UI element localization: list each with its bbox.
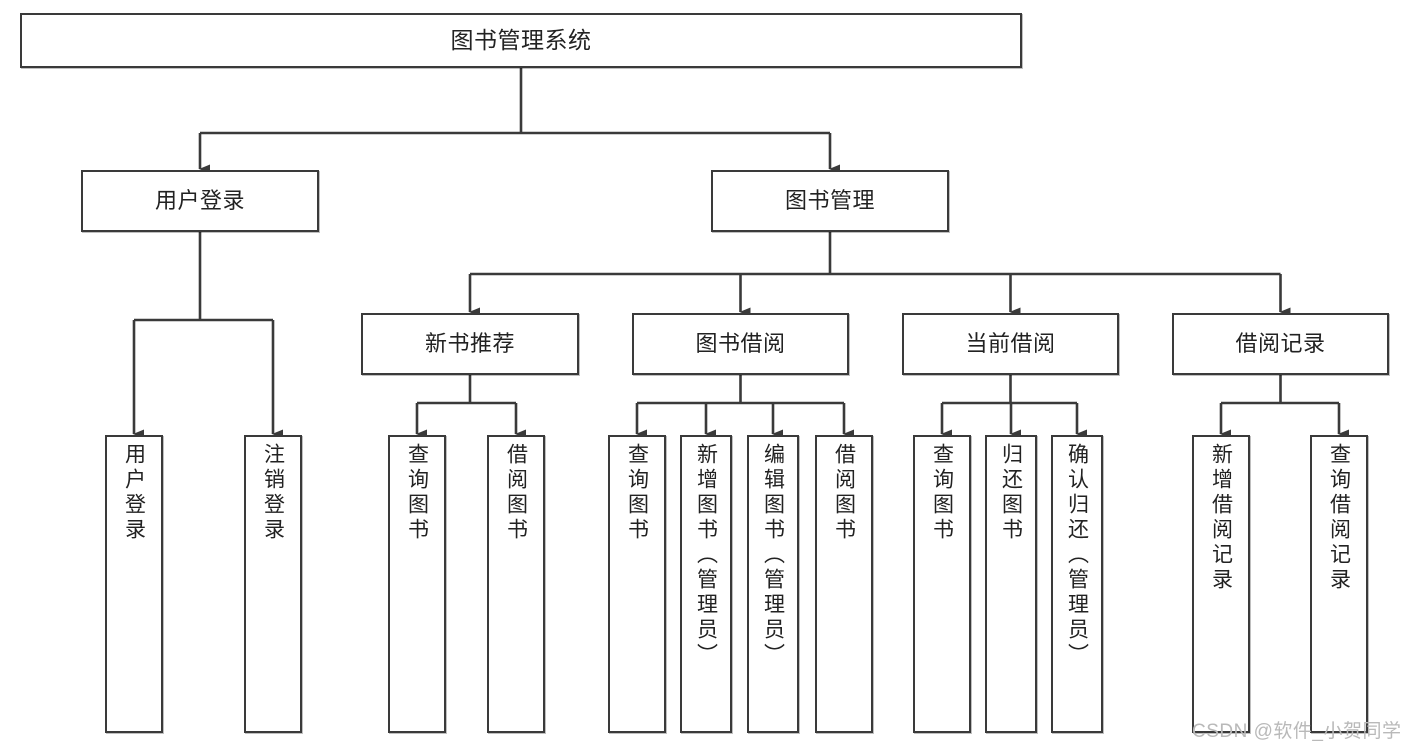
node-leaf-query-book-2[interactable]: 查询图书 <box>608 435 666 733</box>
watermark-text: CSDN @软件_小贺同学 <box>1192 721 1402 742</box>
node-leaf-add-record[interactable]: 新增借阅记录 <box>1192 435 1250 733</box>
node-label: 图书借阅 <box>695 330 786 356</box>
node-label: 新增借阅记录 <box>1209 443 1233 593</box>
node-label: 编辑图书（管理员） <box>761 443 785 668</box>
node-book-borrow[interactable]: 图书借阅 <box>632 313 849 375</box>
node-leaf-borrow-book-2[interactable]: 借阅图书 <box>815 435 873 733</box>
node-leaf-add-book[interactable]: 新增图书（管理员） <box>680 435 732 733</box>
node-book-manage[interactable]: 图书管理 <box>711 170 949 232</box>
node-new-book-rec[interactable]: 新书推荐 <box>361 313 579 375</box>
node-label: 查询借阅记录 <box>1327 443 1351 593</box>
node-label: 图书管理系统 <box>450 26 592 53</box>
node-leaf-query-book-1[interactable]: 查询图书 <box>388 435 446 733</box>
node-label: 用户登录 <box>154 187 245 213</box>
node-leaf-borrow-book-1[interactable]: 借阅图书 <box>487 435 545 733</box>
node-leaf-user-login[interactable]: 用户登录 <box>105 435 163 733</box>
node-label: 借阅图书 <box>504 443 528 543</box>
node-leaf-logout[interactable]: 注销登录 <box>244 435 302 733</box>
node-label: 新增图书（管理员） <box>694 443 718 668</box>
node-label: 图书管理 <box>784 187 875 213</box>
node-user-login[interactable]: 用户登录 <box>81 170 319 232</box>
node-label: 借阅图书 <box>832 443 856 543</box>
node-root[interactable]: 图书管理系统 <box>20 13 1022 68</box>
node-label: 查询图书 <box>625 443 649 543</box>
node-leaf-return-book[interactable]: 归还图书 <box>985 435 1037 733</box>
node-label: 查询图书 <box>930 443 954 543</box>
node-label: 归还图书 <box>999 443 1023 543</box>
node-leaf-edit-book[interactable]: 编辑图书（管理员） <box>747 435 799 733</box>
node-leaf-query-record[interactable]: 查询借阅记录 <box>1310 435 1368 733</box>
node-label: 确认归还（管理员） <box>1065 443 1089 668</box>
node-leaf-confirm-return[interactable]: 确认归还（管理员） <box>1051 435 1103 733</box>
node-label: 注销登录 <box>261 443 285 543</box>
node-label: 当前借阅 <box>965 330 1056 356</box>
node-leaf-query-book-3[interactable]: 查询图书 <box>913 435 971 733</box>
node-label: 查询图书 <box>405 443 429 543</box>
node-current-borrow[interactable]: 当前借阅 <box>902 313 1119 375</box>
node-label: 用户登录 <box>122 443 146 543</box>
node-borrow-record[interactable]: 借阅记录 <box>1172 313 1389 375</box>
node-label: 借阅记录 <box>1235 330 1326 356</box>
node-label: 新书推荐 <box>424 330 515 356</box>
